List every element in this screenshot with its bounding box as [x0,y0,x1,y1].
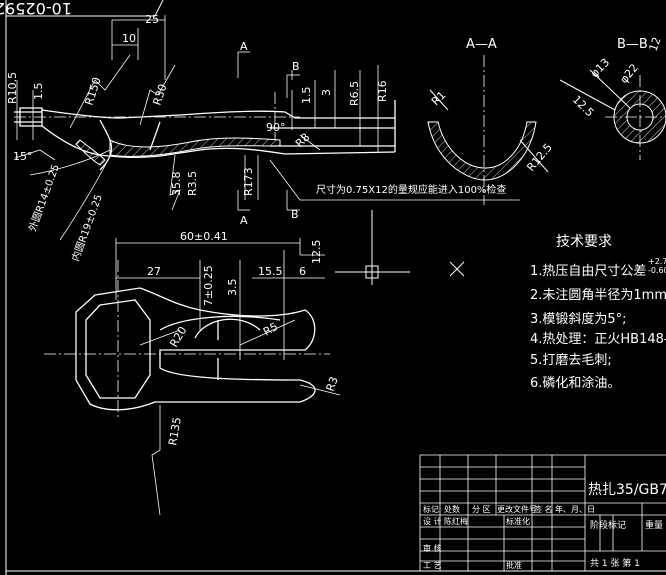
dim-7: 7±0.25 [202,265,215,306]
dim-r16: R16 [376,80,389,102]
dim-10: 10 [122,32,136,45]
section-b-view [559,69,666,160]
section-marker-b-bottom: B [291,208,299,221]
requirements-title: 技术要求 [556,234,612,250]
dim-6: 6 [299,265,306,278]
requirement-1: 1.热压自由尺寸公差 [530,264,646,279]
bottom-view-outline [75,287,316,411]
dim-r20: R20 [167,324,189,349]
dim-3-5: 3.5 [226,279,239,297]
section-hatch [109,137,281,157]
label-process: 工 艺 [423,561,442,570]
section-a-title: A—A [466,37,497,52]
dim-27: 27 [147,265,161,278]
top-view-outline [14,100,396,171]
label-stage: 阶段标记 [590,519,626,531]
label-review: 审 核 [423,543,442,553]
requirement-2: 2.未注圆角半径为1mm; [530,288,666,303]
dim-r8: R8 [293,131,313,151]
dim-90-deg: 90° [266,121,286,134]
dim-r3-5: R3.5 [186,171,199,196]
dim-r10-5: R10.5 [6,72,19,104]
title-block-grid [419,454,666,571]
dim-r30: R30 [150,82,169,107]
section-marker-a-top: A [240,40,248,53]
dim-r3: R3 [324,375,341,393]
header-date: 年、月、日 [555,504,595,514]
dim-60: 60±0.41 [180,230,228,243]
material-label: 热扎35/GB702- [588,482,666,498]
top-view-dimension-lines [14,15,520,241]
dim-35-8: 35.8 [170,172,183,197]
section-a-view [427,55,549,205]
requirement-4: 4.热处理：正火HB148-190; [530,332,666,347]
inner-radius-note: 内圆R19±0.25 [69,192,105,263]
tolerance-upper: +2.75 [648,257,666,266]
dim-12-b: 12 [647,35,664,53]
section-marker-b-top: B [292,60,300,73]
sheet-count: 共 1 张 第 1 [590,557,640,569]
gauge-note: 尺寸为0.75X12的量规应能进入100%检查 [316,183,506,196]
header-mark: 标记 [423,504,439,514]
dim-r150: R150 [82,76,103,107]
dim-r6-5: R6.5 [348,81,361,106]
header-count: 处数 [444,504,460,514]
top-view-centerlines [14,92,300,140]
drawing-frame [5,0,666,575]
label-approve: 批准 [506,560,522,570]
dim-15-deg: 15° [13,150,33,163]
label-standard: 标准化 [506,516,530,526]
header-signature: 签 名 [534,504,553,514]
drawing-number: 10-0259218201 [0,0,72,18]
section-marker-a-bottom: A [240,214,248,227]
design-name: 陈红梅 [444,516,468,526]
tolerance-lower: -0.60 [648,266,666,275]
bottom-view-dimension-lines [115,238,341,516]
dim-r173: R173 [242,167,255,196]
dim-phi22: φ22 [617,61,641,86]
section-hatch-left [75,139,106,166]
dim-25: 25 [145,13,159,26]
cad-cursor-crosshair[interactable] [335,210,465,285]
requirement-3: 3.模锻斜度为5°; [530,311,627,327]
technical-requirements: 技术要求 1.热压自由尺寸公差 2.未注圆角半径为1mm; 3.模锻斜度为5°;… [530,234,666,391]
dim-3: 3 [320,89,333,96]
dim-1-5-right: 1.5 [300,87,313,105]
dim-12-5-bottom: 12.5 [310,240,323,265]
requirement-6: 6.磷化和涂油。 [530,375,620,391]
label-design: 设 计 [423,516,442,526]
section-b-title: B—B [617,37,648,52]
header-change-doc: 更改文件号 [497,504,537,514]
requirement-5: 5.打磨去毛刺; [530,353,612,368]
dim-12-5-b: 12.5 [570,93,597,120]
label-weight: 重量 [645,519,663,531]
dim-r5: R5 [261,320,280,339]
dim-r135: R135 [166,416,184,446]
dim-phi13: φ13 [588,56,612,80]
outer-radius-note: 外圆R14±0.25 [27,163,62,233]
header-zone: 分 区 [472,505,491,514]
bottom-view-centerlines [44,260,330,420]
dim-15-5: 15.5 [258,265,283,278]
dim-1-5-left: 1.5 [32,83,45,101]
